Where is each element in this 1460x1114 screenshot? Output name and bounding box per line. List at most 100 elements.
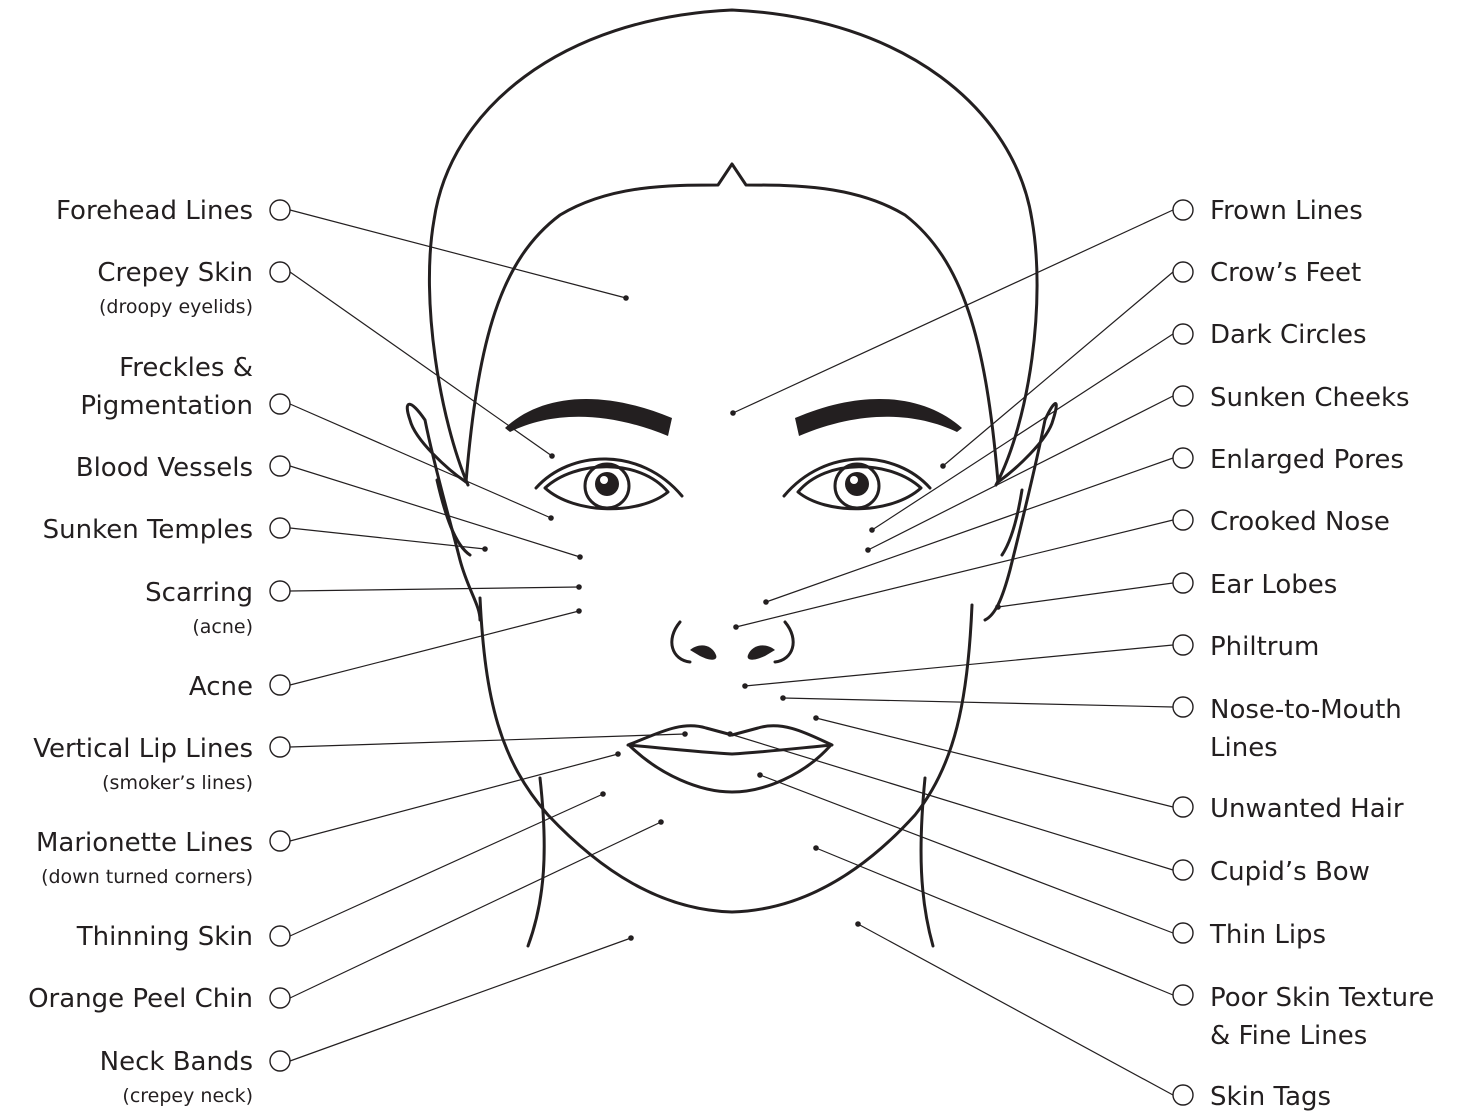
face-illustration bbox=[407, 10, 1056, 946]
dot-forehead-lines bbox=[623, 295, 629, 301]
dot-sunken-cheeks bbox=[865, 547, 871, 553]
label-marionette-lines[interactable]: Marionette Lines (down turned corners) bbox=[36, 828, 290, 888]
label-text: Crepey Skin bbox=[97, 258, 253, 288]
dot-vertical-lip-lines bbox=[682, 731, 688, 737]
checkbox-circle[interactable] bbox=[270, 456, 290, 476]
dot-ear-lobes bbox=[995, 604, 1001, 610]
checkbox-circle[interactable] bbox=[270, 581, 290, 601]
dot-marionette-lines bbox=[615, 751, 621, 757]
label-scarring[interactable]: Scarring (acne) bbox=[145, 578, 290, 638]
label-text: Neck Bands bbox=[100, 1047, 253, 1077]
checkbox-circle[interactable] bbox=[1173, 573, 1193, 593]
label-nose-to-mouth-lines[interactable]: Nose-to-Mouth Lines bbox=[1173, 695, 1402, 763]
label-cupids-bow[interactable]: Cupid’s Bow bbox=[1173, 857, 1370, 887]
leader-unwanted-hair bbox=[816, 718, 1173, 807]
label-text: Poor Skin Texture bbox=[1210, 983, 1434, 1013]
checkbox-circle[interactable] bbox=[270, 988, 290, 1008]
label-forehead-lines[interactable]: Forehead Lines bbox=[56, 196, 290, 226]
checkbox-circle[interactable] bbox=[1173, 262, 1193, 282]
checkbox-circle[interactable] bbox=[1173, 923, 1193, 943]
leader-crooked-nose bbox=[736, 520, 1173, 627]
label-freckles-pigmentation[interactable]: Freckles & Pigmentation bbox=[80, 353, 290, 421]
dot-crows-feet bbox=[940, 463, 946, 469]
checkbox-circle[interactable] bbox=[1173, 510, 1193, 530]
dot-scarring bbox=[576, 584, 582, 590]
label-vertical-lip-lines[interactable]: Vertical Lip Lines (smoker’s lines) bbox=[33, 734, 290, 794]
target-dots bbox=[482, 295, 1001, 941]
checkbox-circle[interactable] bbox=[1173, 1085, 1193, 1105]
label-thinning-skin[interactable]: Thinning Skin bbox=[76, 922, 290, 952]
right-labels: Frown Lines Crow’s Feet Dark Circles Sun… bbox=[1173, 196, 1434, 1112]
label-sunken-cheeks[interactable]: Sunken Cheeks bbox=[1173, 383, 1410, 413]
label-text: Dark Circles bbox=[1210, 320, 1367, 350]
dot-skin-tags bbox=[855, 921, 861, 927]
dot-philtrum bbox=[742, 683, 748, 689]
checkbox-circle[interactable] bbox=[270, 737, 290, 757]
label-text: Sunken Cheeks bbox=[1210, 383, 1410, 413]
label-text-line2: Lines bbox=[1210, 733, 1278, 763]
label-orange-peel-chin[interactable]: Orange Peel Chin bbox=[28, 984, 290, 1014]
label-text: Sunken Temples bbox=[43, 515, 253, 545]
checkbox-circle[interactable] bbox=[1173, 635, 1193, 655]
left-nostril bbox=[690, 645, 716, 659]
label-crooked-nose[interactable]: Crooked Nose bbox=[1173, 507, 1390, 537]
checkbox-circle[interactable] bbox=[1173, 324, 1193, 344]
checkbox-circle[interactable] bbox=[1173, 985, 1193, 1005]
label-crepey-skin[interactable]: Crepey Skin (droopy eyelids) bbox=[97, 258, 290, 318]
checkbox-circle[interactable] bbox=[270, 518, 290, 538]
dot-unwanted-hair bbox=[813, 715, 819, 721]
leader-vertical-lip-lines bbox=[290, 734, 685, 747]
checkbox-circle[interactable] bbox=[1173, 200, 1193, 220]
leader-lines bbox=[290, 210, 1173, 1095]
label-philtrum[interactable]: Philtrum bbox=[1173, 632, 1319, 662]
checkbox-circle[interactable] bbox=[270, 675, 290, 695]
label-text: Thinning Skin bbox=[76, 922, 253, 952]
nose-right-wing bbox=[775, 622, 793, 662]
label-text: Unwanted Hair bbox=[1210, 794, 1404, 824]
checkbox-circle[interactable] bbox=[1173, 386, 1193, 406]
label-unwanted-hair[interactable]: Unwanted Hair bbox=[1173, 794, 1404, 824]
label-text: Acne bbox=[189, 672, 253, 702]
label-skin-tags[interactable]: Skin Tags bbox=[1173, 1082, 1331, 1112]
label-sunken-temples[interactable]: Sunken Temples bbox=[43, 515, 290, 545]
label-dark-circles[interactable]: Dark Circles bbox=[1173, 320, 1367, 350]
left-labels: Forehead Lines Crepey Skin (droopy eyeli… bbox=[28, 196, 290, 1107]
dot-frown-lines bbox=[730, 410, 736, 416]
checkbox-circle[interactable] bbox=[1173, 860, 1193, 880]
upper-lip bbox=[628, 726, 832, 754]
checkbox-circle[interactable] bbox=[1173, 697, 1193, 717]
checkbox-circle[interactable] bbox=[270, 262, 290, 282]
dot-freckles bbox=[548, 515, 554, 521]
leader-skin-tags bbox=[858, 924, 1173, 1095]
checkbox-circle[interactable] bbox=[270, 831, 290, 851]
checkbox-circle[interactable] bbox=[1173, 797, 1193, 817]
label-crows-feet[interactable]: Crow’s Feet bbox=[1173, 258, 1361, 288]
label-frown-lines[interactable]: Frown Lines bbox=[1173, 196, 1363, 226]
label-blood-vessels[interactable]: Blood Vessels bbox=[76, 453, 290, 483]
label-ear-lobes[interactable]: Ear Lobes bbox=[1173, 570, 1337, 600]
label-text: Blood Vessels bbox=[76, 453, 253, 483]
leader-neck-bands bbox=[290, 938, 631, 1061]
checkbox-circle[interactable] bbox=[270, 1051, 290, 1071]
leader-enlarged-pores bbox=[766, 458, 1173, 602]
checkbox-circle[interactable] bbox=[270, 200, 290, 220]
label-thin-lips[interactable]: Thin Lips bbox=[1173, 920, 1326, 950]
label-poor-skin-texture[interactable]: Poor Skin Texture & Fine Lines bbox=[1173, 983, 1434, 1051]
label-enlarged-pores[interactable]: Enlarged Pores bbox=[1173, 445, 1404, 475]
label-neck-bands[interactable]: Neck Bands (crepey neck) bbox=[100, 1047, 290, 1107]
left-eye-highlight bbox=[600, 476, 608, 484]
label-acne[interactable]: Acne bbox=[189, 672, 290, 702]
checkbox-circle[interactable] bbox=[270, 926, 290, 946]
checkbox-circle[interactable] bbox=[270, 394, 290, 414]
label-note: (crepey neck) bbox=[122, 1085, 253, 1107]
dot-crepey-skin bbox=[549, 453, 555, 459]
right-pupil bbox=[845, 472, 869, 496]
label-text: Marionette Lines bbox=[36, 828, 253, 858]
left-eyebrow bbox=[505, 399, 672, 436]
label-text: Skin Tags bbox=[1210, 1082, 1331, 1112]
checkbox-circle[interactable] bbox=[1173, 448, 1193, 468]
label-text: Freckles & bbox=[119, 353, 253, 383]
leader-thin-lips bbox=[760, 775, 1173, 933]
leader-ear-lobes bbox=[998, 583, 1173, 607]
label-note: (droopy eyelids) bbox=[99, 296, 253, 318]
